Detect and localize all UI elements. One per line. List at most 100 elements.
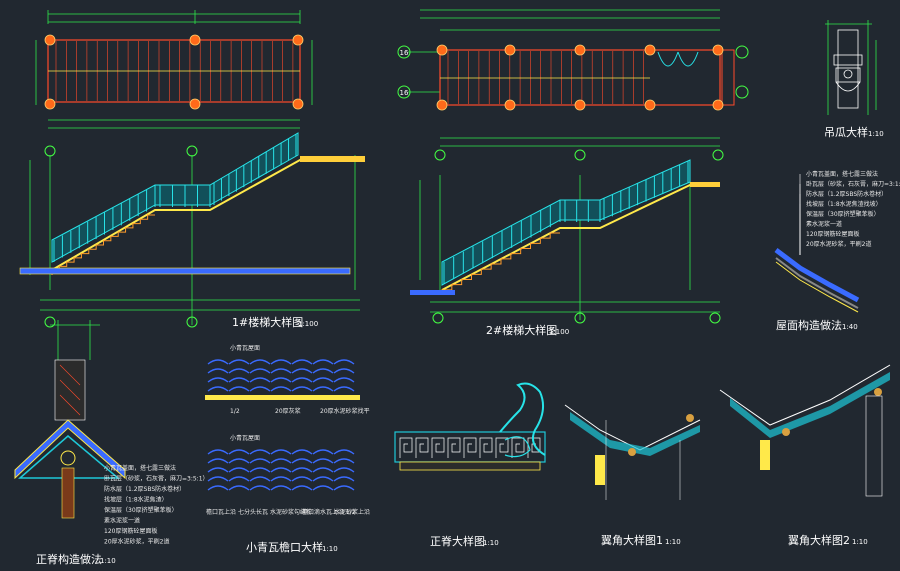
tile-arc [207, 359, 229, 365]
main-ridge-scale: 1:10 [483, 539, 499, 547]
ridge-note: 防水层（1.2厚SBS防水卷材） [104, 485, 185, 493]
wing1-scale: 1:10 [665, 538, 681, 546]
eave-title: 小青瓦檐口大样 [246, 540, 323, 554]
tile-arc [207, 377, 229, 383]
roof-note: 防水层（1.2厚SBS防水卷材） [806, 190, 887, 198]
tile-arc [228, 449, 250, 455]
tile-arc [333, 377, 355, 383]
eave-bottom-note: 七分头长瓦 [238, 508, 268, 516]
tile-arc [333, 467, 355, 473]
stair2-scale: 1:100 [549, 328, 569, 336]
ridge-note: 素水泥浆一道 [104, 517, 140, 525]
tile-arc [291, 467, 313, 473]
tile-arc [270, 386, 292, 392]
meander-unit [447, 437, 461, 458]
tile-arc [291, 485, 313, 491]
tile-arc [207, 368, 229, 374]
tile-arc [312, 485, 334, 491]
tile-arc [312, 458, 334, 464]
stair2-plan: 16 16 [397, 9, 749, 161]
roof-note: 小青瓦盖面，搭七露三做法 [806, 170, 878, 178]
stair-steps [441, 232, 560, 295]
wing2-scale: 1:10 [852, 538, 868, 546]
tile-arc [249, 359, 271, 365]
tile-arc [228, 359, 250, 365]
tile-arc [270, 476, 292, 482]
tile-arc [249, 386, 271, 392]
tile-arc [228, 467, 250, 473]
eave-bottom-note: 檐口瓦上沿 [206, 508, 236, 516]
stair1-title: 1#楼梯大样图 [232, 315, 303, 329]
wing1-title: 翼角大样图1 [601, 533, 663, 547]
tile-arc [270, 467, 292, 473]
tile-arc [228, 485, 250, 491]
tile-arc [291, 377, 313, 383]
meander-unit [479, 437, 493, 458]
ridge-note: 20厚水泥砂浆，平刷2道 [104, 538, 169, 546]
main-ridge-title: 正脊大样图 [430, 534, 485, 548]
ridge-note: 卧瓦层（砂浆，石灰膏，麻刀=3:5:1） [104, 475, 209, 483]
pendant-detail: 吊瓜大样 1:10 [824, 20, 884, 139]
tile-arc [207, 476, 229, 482]
wing2-title: 翼角大样图2 [788, 533, 850, 547]
tile-arc [228, 386, 250, 392]
eave-top-note: 20厚灰浆 [275, 407, 301, 415]
tile-arc [291, 386, 313, 392]
eave-bottom-note: 檐口滴水瓦上沿 1/2 [302, 508, 356, 516]
tile-arc [270, 458, 292, 464]
tile-arc [312, 377, 334, 383]
eave-scale: 1:10 [322, 545, 338, 553]
tile-arc [249, 458, 271, 464]
roof-note: 20厚水泥砂浆，平刷2道 [806, 240, 871, 248]
stair1-plan [35, 10, 313, 129]
roof-note: 卧瓦层（砂浆，石灰膏，麻刀=3:1:1） [806, 180, 900, 188]
tile-arc [333, 368, 355, 374]
tile-arc [249, 467, 271, 473]
eave-top-label: 小青瓦屋面 [230, 344, 260, 352]
axis-label-b: 16 [400, 89, 409, 97]
eave-top-note: 20厚水泥砂浆找平 [320, 407, 370, 415]
tile-arc [270, 368, 292, 374]
tile-arc [249, 368, 271, 374]
roof-title: 屋面构造做法 [776, 318, 842, 332]
pendant-scale: 1:10 [868, 130, 884, 138]
tile-arc [312, 386, 334, 392]
ridge-note: 找坡层（1:8水泥焦渣） [104, 496, 168, 504]
tile-arc [270, 377, 292, 383]
meander-unit [431, 437, 445, 458]
ridge-title: 正脊构造做法 [36, 552, 102, 566]
tile-arc [249, 449, 271, 455]
tile-arc [228, 368, 250, 374]
tile-arc [291, 458, 313, 464]
meander-unit [511, 437, 525, 458]
tile-arc [207, 449, 229, 455]
main-ridge-detail: 正脊大样图 1:10 [394, 382, 546, 548]
tile-arc [333, 449, 355, 455]
tile-arc [228, 476, 250, 482]
meander-unit [495, 437, 509, 458]
eave-bottom-note: 水泥砂浆勾缝粉 [270, 508, 312, 516]
tile-arc [291, 368, 313, 374]
roof-note: 保温层（30厚挤塑聚苯板） [806, 210, 880, 218]
roof-scale: 1:40 [842, 323, 858, 331]
tile-arc [270, 359, 292, 365]
tile-arc [249, 377, 271, 383]
tile-arc [270, 449, 292, 455]
pendant-title: 吊瓜大样 [824, 125, 868, 139]
tile-arc [312, 449, 334, 455]
tile-arc [333, 359, 355, 365]
tile-arc [270, 485, 292, 491]
tile-arc [291, 359, 313, 365]
wing-corner-1: 翼角大样图1 1:10 [564, 404, 701, 547]
tile-arc [228, 458, 250, 464]
tile-arc [333, 458, 355, 464]
eave-top-note: 1/2 [230, 408, 240, 415]
stair1-section: 1#楼梯大样图 1:100 [19, 132, 365, 329]
stair1-scale: 1:100 [298, 320, 318, 328]
tile-arc [333, 476, 355, 482]
tile-arc [291, 476, 313, 482]
tile-arc [249, 485, 271, 491]
